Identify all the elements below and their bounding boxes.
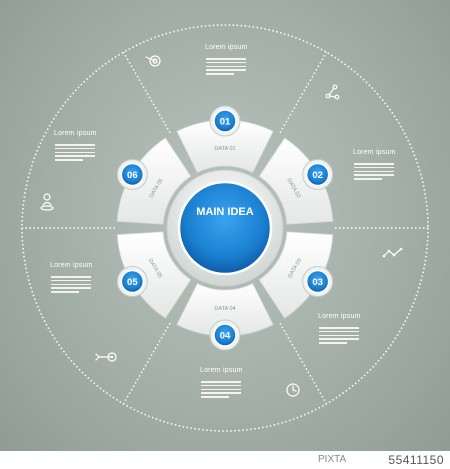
ring-segment-06 xyxy=(116,137,192,225)
data-label-04: DATA 04 xyxy=(214,306,235,312)
section-icons xyxy=(40,55,403,397)
number-badge-02: 02 xyxy=(302,159,334,190)
badge-number: 06 xyxy=(127,170,138,181)
number-badge-06: 06 xyxy=(116,159,148,190)
ring-segment-05 xyxy=(116,231,192,319)
segment-ring xyxy=(116,119,334,337)
person-icon xyxy=(40,193,54,211)
item-heading-04: Lorem ipsum xyxy=(200,367,243,374)
item-heading-03: Lorem ipsum xyxy=(318,313,361,320)
badge-number: 03 xyxy=(312,277,323,288)
center-bubble xyxy=(177,180,273,276)
divider-lines xyxy=(22,51,428,405)
ring-segment-01 xyxy=(176,119,274,174)
divider-line xyxy=(122,322,171,405)
number-badge-04: 04 xyxy=(209,319,241,351)
item-heading-02: Lorem ipsum xyxy=(353,149,396,156)
item-heading-06: Lorem ipsum xyxy=(54,130,97,137)
placeholder-text-01 xyxy=(206,58,246,77)
item-heading-01: Lorem ipsum xyxy=(205,44,248,51)
share-icon xyxy=(325,84,340,100)
number-badge-03: 03 xyxy=(302,266,334,297)
clock-icon xyxy=(286,383,300,397)
divider-line xyxy=(122,51,171,134)
arrow-target-icon xyxy=(95,352,117,362)
divider-line xyxy=(279,51,328,134)
placeholder-text-02 xyxy=(354,163,394,182)
item-heading-05: Lorem ipsum xyxy=(50,262,93,269)
placeholder-text-05 xyxy=(51,276,91,295)
badge-number: 04 xyxy=(220,331,231,342)
line-chart-icon xyxy=(382,247,403,258)
center-title: MAIN IDEA xyxy=(196,206,254,218)
divider-line xyxy=(279,322,328,405)
footer-logo: PIXTA xyxy=(318,454,347,465)
image-id: 55411150 xyxy=(388,453,444,467)
ring-segment-02 xyxy=(258,137,334,225)
number-badge-05: 05 xyxy=(116,266,148,297)
badge-number: 05 xyxy=(127,277,138,288)
number-badges: 01 02 03 04 05 06 xyxy=(116,105,334,351)
target-icon xyxy=(145,55,161,67)
footer-bar: PIXTA 55411150 xyxy=(0,451,450,469)
placeholder-text-04 xyxy=(201,381,241,400)
placeholder-text-03 xyxy=(319,327,359,346)
data-label-01: DATA 01 xyxy=(214,146,235,152)
placeholder-text-06 xyxy=(55,144,95,163)
badge-number: 02 xyxy=(312,170,323,181)
number-badge-01: 01 xyxy=(209,105,241,137)
badge-number: 01 xyxy=(220,117,231,128)
ring-segment-04 xyxy=(176,282,274,337)
ring-segment-03 xyxy=(258,231,334,319)
